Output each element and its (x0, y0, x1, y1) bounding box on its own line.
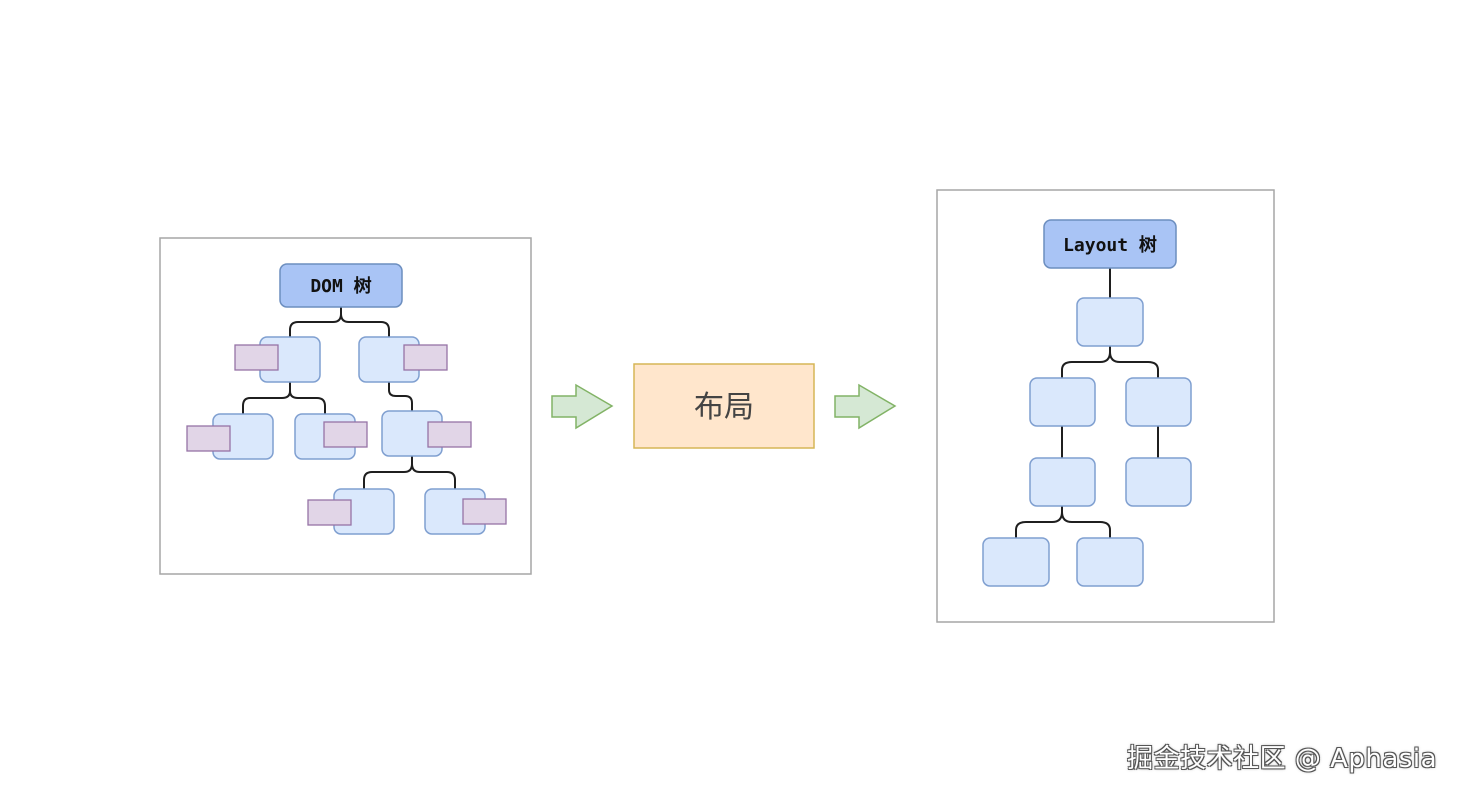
layout-node (1125, 457, 1192, 507)
watermark: 掘金技术社区 @ Aphasia (1127, 744, 1437, 774)
layout-node (1029, 457, 1096, 507)
dom-tag-box (462, 498, 507, 525)
dom-tag-box (234, 344, 279, 371)
layout-process-label: 布局 (694, 390, 754, 425)
dom-edge-root-right (340, 307, 390, 337)
dom-tag-box (403, 344, 448, 371)
layout-node (1076, 537, 1144, 587)
dom-root-node (279, 263, 403, 308)
dom-edge-right-child (388, 382, 413, 411)
dom-root-label: DOM 树 (310, 275, 371, 297)
dom-tree-panel: DOM 树 (159, 237, 532, 575)
dom-tag-box (323, 421, 368, 448)
dom-edge-child-leaf2 (411, 456, 456, 489)
layout-node (982, 537, 1050, 587)
layout-edge-b-right (1061, 506, 1111, 538)
dom-tag-box (307, 499, 352, 526)
dom-tag-box (427, 421, 472, 448)
layout-edge-a-right (1109, 346, 1159, 378)
layout-node (1029, 377, 1096, 427)
right-arrow-icon (834, 383, 897, 430)
layout-root-node (1043, 219, 1177, 269)
dom-edge-left-leaf2 (289, 382, 326, 414)
layout-process-box: 布局 (633, 363, 815, 449)
layout-root-label: Layout 树 (1063, 234, 1157, 256)
layout-node (1076, 297, 1144, 347)
layout-edge-b-left (1015, 506, 1063, 538)
layout-process-rect (633, 363, 815, 449)
layout-tree-edges (1015, 268, 1159, 538)
layout-edge-a-left (1061, 346, 1111, 378)
dom-tag-box (186, 425, 231, 452)
layout-node (1125, 377, 1192, 427)
dom-tree-edges (242, 307, 456, 489)
layout-tree-panel: Layout 树 (936, 189, 1275, 623)
right-arrow-icon (551, 383, 614, 430)
